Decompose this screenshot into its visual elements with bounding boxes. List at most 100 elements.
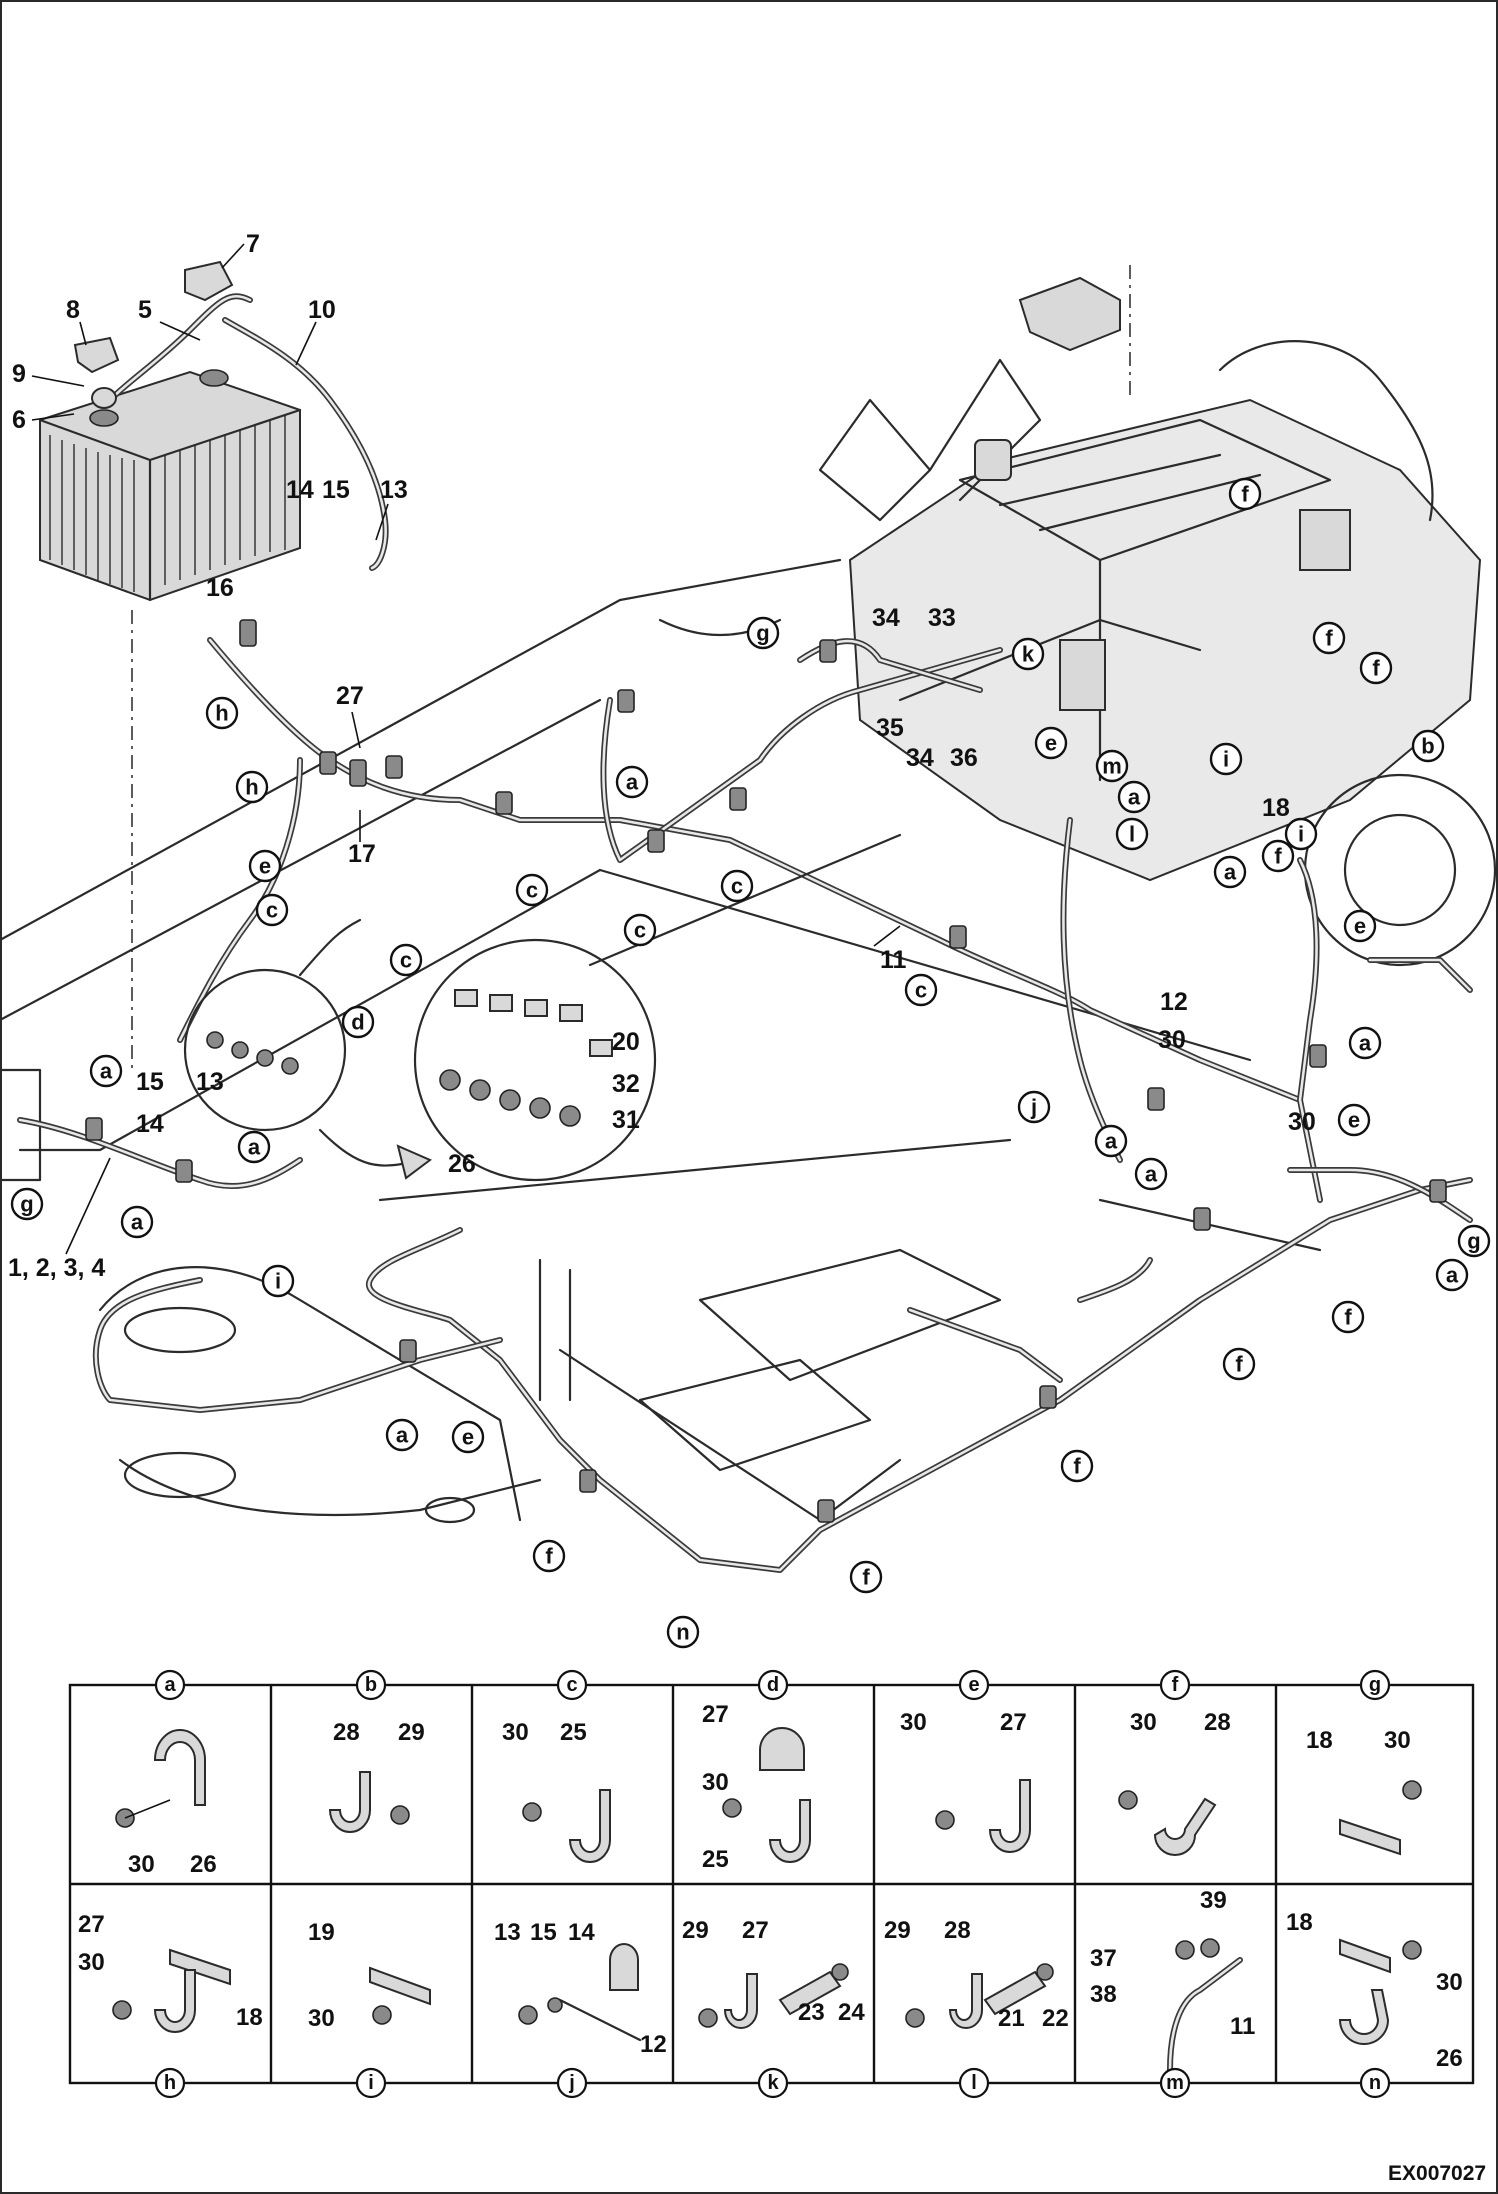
callout-e-4: e	[1343, 909, 1377, 943]
part-33: 33	[928, 604, 956, 632]
part-30-mid: 30	[1158, 1026, 1186, 1054]
part-9: 9	[12, 360, 26, 388]
detail-header-f: f	[1159, 1669, 1191, 1701]
svg-text:27: 27	[1000, 1709, 1027, 1736]
part-27-top: 27	[336, 682, 364, 710]
svg-text:h: h	[215, 701, 228, 726]
svg-text:b: b	[1421, 734, 1434, 759]
svg-text:c: c	[266, 898, 278, 923]
svg-text:i: i	[1298, 822, 1304, 847]
svg-text:n: n	[676, 1620, 689, 1645]
part-31: 31	[612, 1106, 640, 1134]
part-10: 10	[308, 296, 336, 324]
callout-a-2: a	[89, 1054, 123, 1088]
sketch-a	[115, 1729, 206, 1828]
callout-c-6: c	[904, 973, 938, 1007]
svg-text:c: c	[566, 1674, 577, 1696]
svg-text:f: f	[1344, 1305, 1352, 1330]
part-36: 36	[950, 744, 978, 772]
callout-f-9: f	[1359, 651, 1393, 685]
sketch-d	[722, 1727, 811, 1863]
svg-text:a: a	[248, 1135, 261, 1160]
callout-a-9: a	[1348, 1026, 1382, 1060]
detail-header-d: d	[757, 1669, 789, 1701]
clamp-callouts: g h h e c a c c c c d c a a a g i a e f …	[10, 477, 1491, 1649]
detail-header-b: b	[355, 1669, 387, 1701]
svg-text:g: g	[756, 621, 769, 646]
svg-text:f: f	[1235, 1352, 1243, 1377]
part-11: 11	[880, 946, 907, 974]
part-number-labels: 7 8 5 10 9 6 14 15 13 16 27 17 15 13 14 …	[8, 230, 1316, 1282]
svg-text:27: 27	[78, 1911, 105, 1938]
part-26: 26	[448, 1150, 476, 1178]
detail-circle-left	[183, 968, 347, 1132]
callout-c-3: c	[623, 913, 657, 947]
svg-text:m: m	[1166, 2072, 1184, 2094]
part-12: 12	[1160, 988, 1188, 1016]
svg-text:25: 25	[560, 1719, 587, 1746]
svg-text:j: j	[1030, 1095, 1037, 1120]
callout-f-8: f	[1312, 621, 1346, 655]
svg-text:e: e	[462, 1425, 474, 1450]
callout-a-8: a	[1134, 1157, 1168, 1191]
part-15: 15	[322, 476, 350, 504]
engine	[818, 340, 1497, 967]
svg-text:30: 30	[1436, 1969, 1463, 1996]
svg-text:a: a	[100, 1059, 113, 1084]
svg-text:c: c	[731, 874, 743, 899]
svg-text:18: 18	[1306, 1727, 1333, 1754]
svg-text:l: l	[971, 2072, 977, 2094]
callout-c-5: c	[389, 943, 423, 977]
svg-text:a: a	[1105, 1129, 1118, 1154]
callout-f-5: f	[1331, 1300, 1365, 1334]
svg-text:b: b	[365, 1674, 377, 1696]
svg-text:f: f	[1073, 1454, 1081, 1479]
part-14: 14	[286, 476, 314, 504]
svg-text:a: a	[1128, 785, 1141, 810]
sketch-n	[1338, 1938, 1422, 2045]
svg-text:g: g	[1369, 1674, 1381, 1696]
svg-text:24: 24	[838, 1999, 865, 2026]
svg-text:30: 30	[900, 1709, 927, 1736]
svg-text:k: k	[767, 2072, 779, 2094]
svg-text:i: i	[368, 2072, 374, 2094]
detail-header-k: k	[757, 2067, 789, 2099]
detail-header-n: n	[1359, 2067, 1391, 2099]
svg-text:a: a	[626, 770, 639, 795]
svg-text:c: c	[400, 948, 412, 973]
callout-g-left: g	[10, 1187, 44, 1221]
detail-circle-right	[413, 938, 657, 1182]
svg-text:30: 30	[502, 1719, 529, 1746]
callout-a-3: a	[237, 1130, 271, 1164]
svg-text:19: 19	[308, 1919, 335, 1946]
part-16: 16	[206, 574, 234, 602]
callout-a-4: a	[120, 1205, 154, 1239]
part-8: 8	[66, 296, 80, 324]
svg-text:27: 27	[702, 1701, 729, 1728]
svg-text:a: a	[1145, 1162, 1158, 1187]
svg-text:e: e	[1354, 914, 1366, 939]
svg-text:f: f	[1372, 656, 1380, 681]
svg-text:i: i	[275, 1269, 281, 1294]
svg-text:h: h	[164, 2072, 176, 2094]
sketch-b	[328, 1771, 410, 1833]
svg-text:a: a	[164, 1674, 176, 1696]
callout-e-engine: e	[1034, 726, 1068, 760]
svg-text:d: d	[767, 1674, 779, 1696]
svg-text:30: 30	[1130, 1709, 1157, 1736]
callout-c-1: c	[255, 893, 289, 927]
callout-g-right: g	[1457, 1224, 1491, 1258]
svg-text:28: 28	[944, 1917, 971, 1944]
part-34-bottom: 34	[906, 744, 934, 772]
callout-e-1: e	[248, 849, 282, 883]
detail-header-m: m	[1159, 2067, 1191, 2099]
callout-i-left: i	[261, 1264, 295, 1298]
svg-text:h: h	[245, 775, 258, 800]
svg-text:c: c	[526, 878, 538, 903]
sketch-g	[1339, 1780, 1422, 1856]
detail-header-e: e	[958, 1669, 990, 1701]
svg-text:a: a	[131, 1210, 144, 1235]
part-15-left: 15	[136, 1068, 164, 1096]
svg-text:f: f	[1274, 844, 1282, 869]
detail-header-a: a	[154, 1669, 186, 1701]
